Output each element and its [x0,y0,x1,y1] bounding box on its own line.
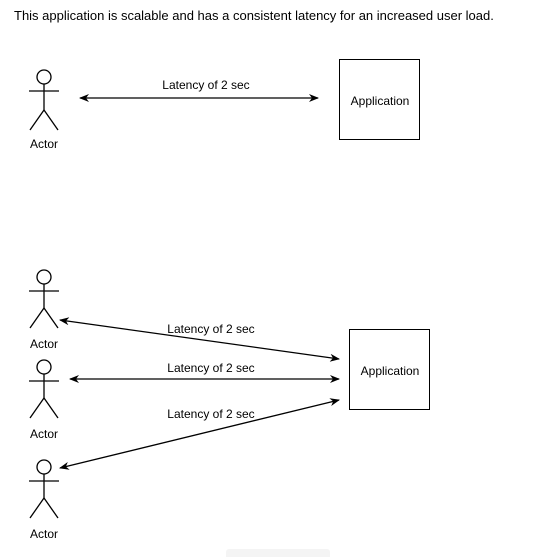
application-label: Application [361,364,420,378]
horizontal-scrollbar[interactable] [226,549,330,557]
top-actor: Actor [29,69,59,151]
actor-label: Actor [30,427,58,441]
top-latency-label: Latency of 2 sec [162,78,249,92]
actor-label: Actor [30,337,58,351]
bottom-latency-label-1: Latency of 2 sec [167,322,254,336]
actor-label: Actor [30,137,58,151]
actor-label: Actor [30,527,58,541]
bottom-application-box: Application [349,329,430,410]
bottom-latency-label-3: Latency of 2 sec [167,407,254,421]
bottom-actor-3: Actor [29,459,59,541]
bottom-actor-2: Actor [29,359,59,441]
application-label: Application [351,94,410,108]
actor-icon [29,359,59,419]
top-application-box: Application [339,59,420,140]
bottom-latency-arrow-1 [59,317,340,362]
bottom-actor-1: Actor [29,269,59,351]
actor-icon [29,269,59,329]
actor-icon [29,459,59,519]
bottom-latency-label-2: Latency of 2 sec [167,361,254,375]
actor-icon [29,69,59,131]
diagram-caption: This application is scalable and has a c… [14,8,494,23]
bottom-latency-arrow-3 [59,398,340,470]
